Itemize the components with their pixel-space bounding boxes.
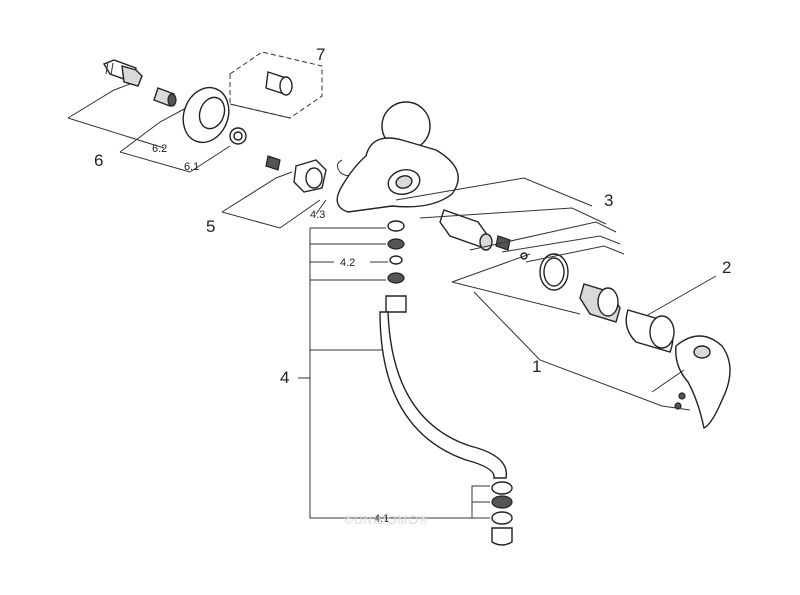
label-4: 4	[280, 368, 289, 387]
part-labels: 1 2 3 4 4.1 4.2 4.3 5 6 6.1 6.2 7	[94, 45, 731, 525]
label-6: 6	[94, 151, 103, 170]
label-5: 5	[206, 217, 215, 236]
part-5-nut-connector	[265, 155, 355, 193]
label-3: 3	[604, 191, 613, 210]
mixer-body	[336, 101, 459, 213]
label-6-2: 6.2	[152, 143, 167, 155]
label-6-1: 6.1	[184, 161, 199, 173]
part-2-cap	[579, 283, 675, 353]
label-2: 2	[722, 258, 731, 277]
label-7: 7	[316, 45, 325, 64]
label-4-1: 4.1	[374, 513, 389, 525]
part-6-connector-group	[102, 59, 247, 145]
part-4-spout	[379, 220, 513, 546]
watermark: ©UNIDOMO®	[344, 513, 429, 527]
part-7-adapter	[229, 51, 323, 119]
label-4-3: 4.3	[310, 209, 325, 221]
label-4-2: 4.2	[340, 257, 355, 269]
label-1: 1	[532, 357, 541, 376]
leader-lines	[67, 83, 717, 519]
lever-handle	[674, 335, 731, 430]
part-3-cartridge	[439, 209, 569, 291]
